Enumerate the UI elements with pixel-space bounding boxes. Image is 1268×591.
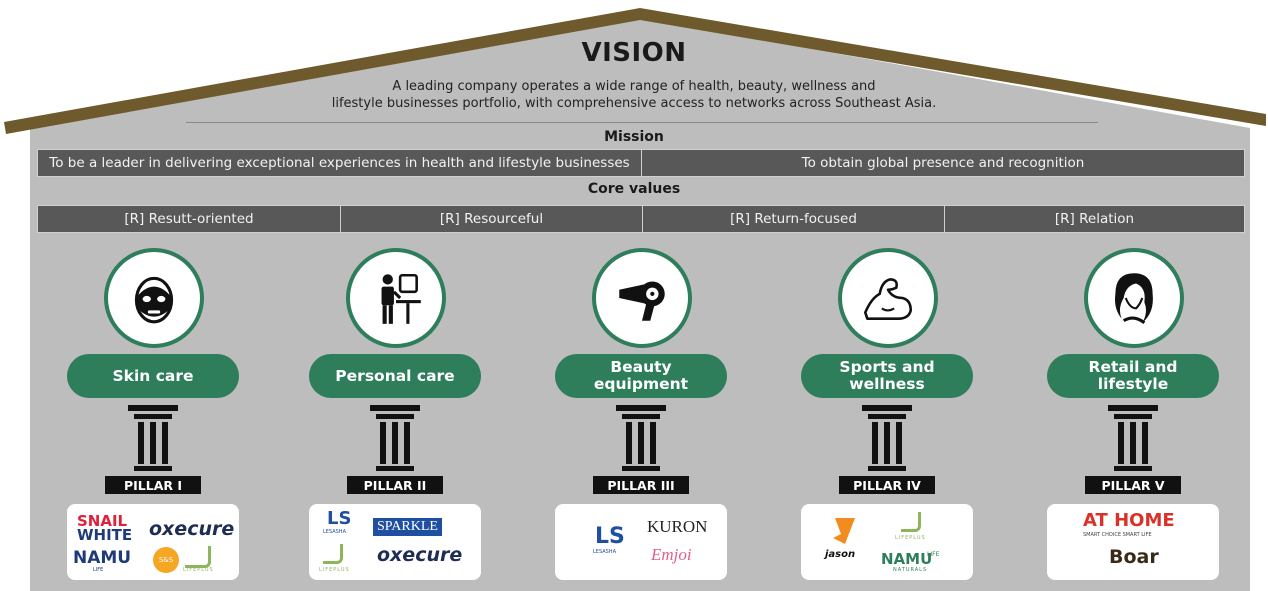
brand-logos: LS LESASHA KURON Emjoi [555, 504, 727, 580]
brand-logo: WHITE [77, 526, 133, 544]
pillar-column-icon [616, 405, 666, 471]
face-mask-icon [104, 248, 204, 348]
brand-logo: oxecure [149, 518, 235, 540]
category-retail-and-lifestyle: Retail and lifestyle [1047, 354, 1219, 398]
brand-logo: NAMU [73, 548, 132, 568]
pillar-column-icon [128, 405, 178, 471]
core-value-item: [R] Resourceful [340, 206, 642, 232]
woman-hair-icon [1084, 248, 1184, 348]
brand-logo: LS [595, 524, 625, 549]
brand-logo: SMART CHOICE SMART LIFE [1083, 532, 1152, 538]
category-beauty-equipment: Beauty equipment [555, 354, 727, 398]
category-sports-and-wellness: Sports and wellness [801, 354, 973, 398]
mission-title: Mission [604, 129, 664, 145]
vision-divider [186, 122, 1098, 123]
pillar-label: PILLAR IV [839, 476, 935, 494]
brand-logo: NAMU [881, 550, 933, 568]
brand-logo: LIFEPLUS [895, 535, 926, 541]
pillar-label: PILLAR III [593, 476, 689, 494]
brand-logo: NATURALS [893, 567, 928, 573]
brand-logos: SNAIL WHITE oxecure NAMU LIFE S&S LIFEPL… [67, 504, 239, 580]
pillar-column-icon [862, 405, 912, 471]
vision-title: VISION [581, 38, 687, 68]
jason-mark-icon [833, 518, 855, 544]
lifeplus-mark-icon [323, 544, 343, 564]
brand-logos: LS LESASHA SPARKLE LIFEPLUS oxecure [309, 504, 481, 580]
brand-logo: KURON [647, 517, 708, 536]
brand-logo: AT HOME [1083, 510, 1175, 531]
brand-logo: Emjoi [651, 545, 692, 564]
brand-logo: SNAIL [77, 512, 128, 530]
vision-statement-line-1: A leading company operates a wide range … [392, 79, 876, 94]
brand-logo: LESASHA [323, 529, 346, 535]
pillar-4: Sports and wellness PILLAR IV jason LIFE… [764, 240, 1010, 591]
brand-logo: SPARKLE [373, 518, 442, 536]
pillar-3: Beauty equipment PILLAR III LS LESASHA K… [518, 240, 764, 591]
lifeplus-mark-icon [901, 512, 921, 532]
hair-dryer-icon [592, 248, 692, 348]
brand-logo: S&S [153, 547, 179, 573]
pillar-label: PILLAR V [1085, 476, 1181, 494]
core-value-item: [R] Relation [944, 206, 1244, 232]
pillar-2: Personal care PILLAR II LS LESASHA SPARK… [272, 240, 518, 591]
pillar-5: Retail and lifestyle PILLAR V AT HOME SM… [1010, 240, 1256, 591]
brand-logo: jason [825, 549, 856, 560]
lifeplus-mark-icon [185, 546, 211, 568]
brand-logos: jason LIFEPLUS NAMU LIFE NATURALS [801, 504, 973, 580]
mission-bar: To be a leader in delivering exceptional… [37, 149, 1245, 177]
category-personal-care: Personal care [309, 354, 481, 398]
brand-logo: LIFEPLUS [183, 567, 214, 573]
brand-logo: LIFEPLUS [319, 567, 350, 573]
vision-statement-line-2: lifestyle businesses portfolio, with com… [331, 96, 937, 111]
pillar-1: Skin care PILLAR I SNAIL WHITE oxecure N… [30, 240, 276, 591]
pillar-column-icon [370, 405, 420, 471]
brand-logo: LESASHA [593, 549, 616, 555]
pillar-label: PILLAR I [105, 476, 201, 494]
person-mirror-icon [346, 248, 446, 348]
mission-item: To obtain global presence and recognitio… [641, 150, 1244, 176]
brand-logos: AT HOME SMART CHOICE SMART LIFE Boar [1047, 504, 1219, 580]
core-values-bar: [R] Resutt-oriented [R] Resourceful [R] … [37, 205, 1245, 233]
pillar-label: PILLAR II [347, 476, 443, 494]
core-value-item: [R] Return-focused [642, 206, 944, 232]
core-value-item: [R] Resutt-oriented [38, 206, 340, 232]
brand-logo: Boar [1109, 546, 1159, 568]
mission-item: To be a leader in delivering exceptional… [38, 150, 641, 176]
flexed-arm-icon [838, 248, 938, 348]
brand-logo: LS [327, 508, 352, 529]
brand-logo: LIFE [927, 551, 940, 558]
pillar-column-icon [1108, 405, 1158, 471]
category-skin-care: Skin care [67, 354, 239, 398]
core-values-title: Core values [587, 181, 681, 197]
brand-logo: oxecure [377, 544, 463, 566]
brand-logo: LIFE [93, 567, 104, 573]
